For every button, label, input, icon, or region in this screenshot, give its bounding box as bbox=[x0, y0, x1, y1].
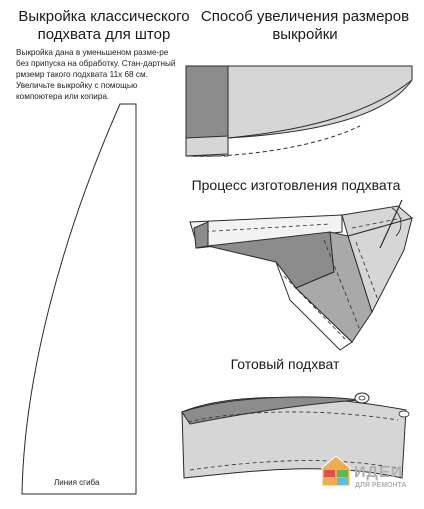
process-title: Процесс изготовления подхвата bbox=[191, 177, 401, 193]
pattern-note: Выкройка дана в уменьшеном разме-ре без … bbox=[16, 48, 176, 101]
enlarge-title: Способ увеличения размеров выкройки bbox=[200, 8, 410, 43]
finished-title: Готовый подхват bbox=[230, 356, 340, 372]
pattern-title: Выкройка классического подхвата для штор bbox=[18, 8, 190, 43]
tieback-pattern-shape bbox=[21, 103, 137, 495]
finished-tieback bbox=[181, 392, 410, 479]
process-diagram bbox=[189, 199, 414, 351]
logo-house-icon bbox=[321, 455, 351, 487]
enlarge-diagram bbox=[185, 65, 413, 157]
logo-text-sub: ДЛЯ РЕМОНТА bbox=[355, 482, 407, 489]
fold-line-label: Линия сгиба bbox=[54, 478, 100, 487]
logo-text-main: ИДЕИ bbox=[354, 464, 404, 481]
